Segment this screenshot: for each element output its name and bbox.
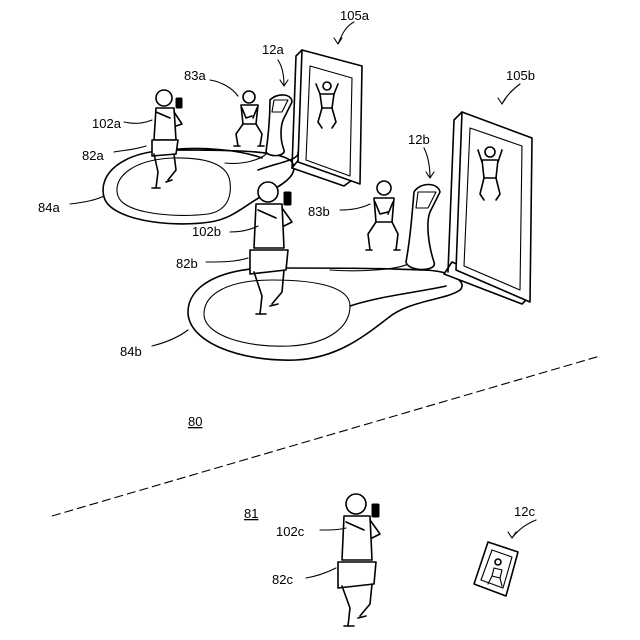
- user-c: [338, 494, 380, 626]
- trainer-b: [366, 181, 400, 250]
- boundary-line: [52, 356, 600, 516]
- terminal-b: [406, 185, 440, 270]
- floor-area-b: [188, 268, 462, 360]
- label-tablet-c: 12c: [514, 504, 535, 519]
- label-screen-a: 105a: [340, 8, 370, 23]
- label-mat-user-b: 82b: [176, 256, 198, 271]
- user-a: [152, 90, 182, 188]
- label-user-a: 102a: [92, 116, 122, 131]
- label-area-b: 84b: [120, 344, 142, 359]
- label-home: 81: [244, 506, 258, 521]
- label-terminal-a: 12a: [262, 42, 284, 57]
- screen-b: [444, 112, 532, 304]
- label-trainer-b: 83b: [308, 204, 330, 219]
- label-avatar-c: 82c: [272, 572, 293, 587]
- trainer-a: [234, 91, 264, 146]
- tablet-c: [474, 542, 518, 596]
- label-mat-user-a: 82a: [82, 148, 104, 163]
- label-trainer-a: 83a: [184, 68, 206, 83]
- screen-a: [292, 50, 362, 186]
- label-user-b: 102b: [192, 224, 221, 239]
- label-user-c: 102c: [276, 524, 305, 539]
- label-area-a: 84a: [38, 200, 60, 215]
- label-screen-b: 105b: [506, 68, 535, 83]
- label-terminal-b: 12b: [408, 132, 430, 147]
- user-b: [250, 182, 292, 314]
- label-facility: 80: [188, 414, 202, 429]
- terminal-a: [266, 95, 292, 156]
